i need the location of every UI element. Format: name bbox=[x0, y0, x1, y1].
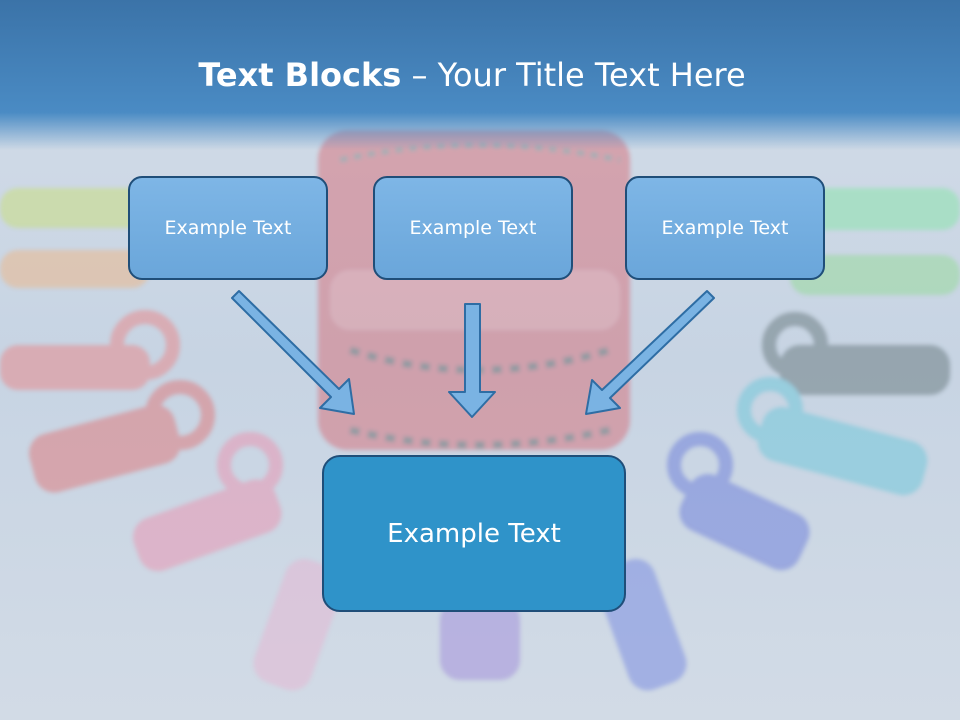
arrow-right bbox=[585, 290, 715, 415]
text-block-bottom[interactable]: Example Text bbox=[322, 455, 626, 612]
text-block-middle[interactable]: Example Text bbox=[373, 176, 573, 280]
title-dash: – bbox=[401, 56, 438, 94]
arrow-middle bbox=[448, 303, 496, 418]
text-block-bottom-label: Example Text bbox=[387, 518, 561, 549]
text-block-middle-label: Example Text bbox=[409, 217, 537, 239]
text-block-left[interactable]: Example Text bbox=[128, 176, 328, 280]
text-block-right[interactable]: Example Text bbox=[625, 176, 825, 280]
text-block-right-label: Example Text bbox=[661, 217, 789, 239]
title-bold-part: Text Blocks bbox=[198, 56, 402, 94]
text-block-left-label: Example Text bbox=[164, 217, 292, 239]
arrow-left bbox=[231, 290, 355, 415]
slide-title: Text Blocks – Your Title Text Here bbox=[0, 56, 944, 94]
title-rest-part: Your Title Text Here bbox=[437, 56, 746, 94]
title-bar bbox=[0, 0, 960, 150]
